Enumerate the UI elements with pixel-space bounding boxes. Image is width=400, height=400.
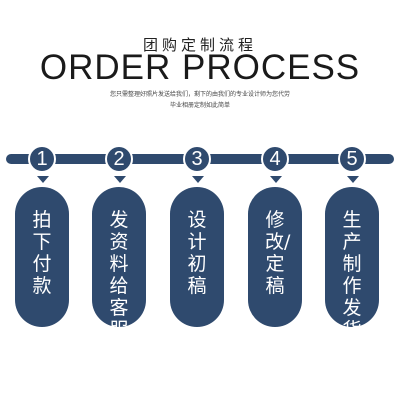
step-pointer-arrow (114, 176, 126, 183)
step-card: 拍下付款 (15, 187, 69, 327)
step-card: 修改/定稿 (248, 187, 302, 327)
step-label: 拍下付款 (32, 209, 52, 297)
step-number-badge: 2 (105, 145, 133, 173)
step-card: 发资料给客服 (92, 187, 146, 341)
step-label: 生产制作发货 (342, 209, 362, 341)
step-label: 修改/定稿 (265, 209, 291, 297)
page-title: ORDER PROCESS (39, 48, 361, 87)
process-step-2: 2 发资料给客服 (89, 0, 149, 400)
step-pointer-arrow (270, 176, 282, 183)
process-step-3: 3 设计初稿 (167, 0, 227, 400)
step-number-badge: 3 (183, 145, 211, 173)
step-card: 设计初稿 (170, 187, 224, 327)
step-number-badge: 5 (338, 145, 366, 173)
step-pointer-arrow (37, 176, 49, 183)
step-number-badge: 1 (28, 145, 56, 173)
process-step-5: 5 生产制作发货 (322, 0, 382, 400)
description-line-2: 毕业相册定制如此简单 (169, 102, 230, 109)
step-label: 发资料给客服 (109, 209, 129, 341)
process-step-4: 4 修改/定稿 (245, 0, 305, 400)
description-line-1: 您只需整理好照片发送给我们，剩下的由我们的专业设计师为您代劳 (109, 91, 290, 98)
step-pointer-arrow (347, 176, 359, 183)
step-card: 生产制作发货 (325, 187, 379, 341)
process-step-1: 1 拍下付款 (12, 0, 72, 400)
step-label: 设计初稿 (187, 209, 207, 297)
step-number-badge: 4 (261, 145, 289, 173)
subtitle-cn: 团购定制流程 (142, 36, 257, 54)
step-pointer-arrow (192, 176, 204, 183)
